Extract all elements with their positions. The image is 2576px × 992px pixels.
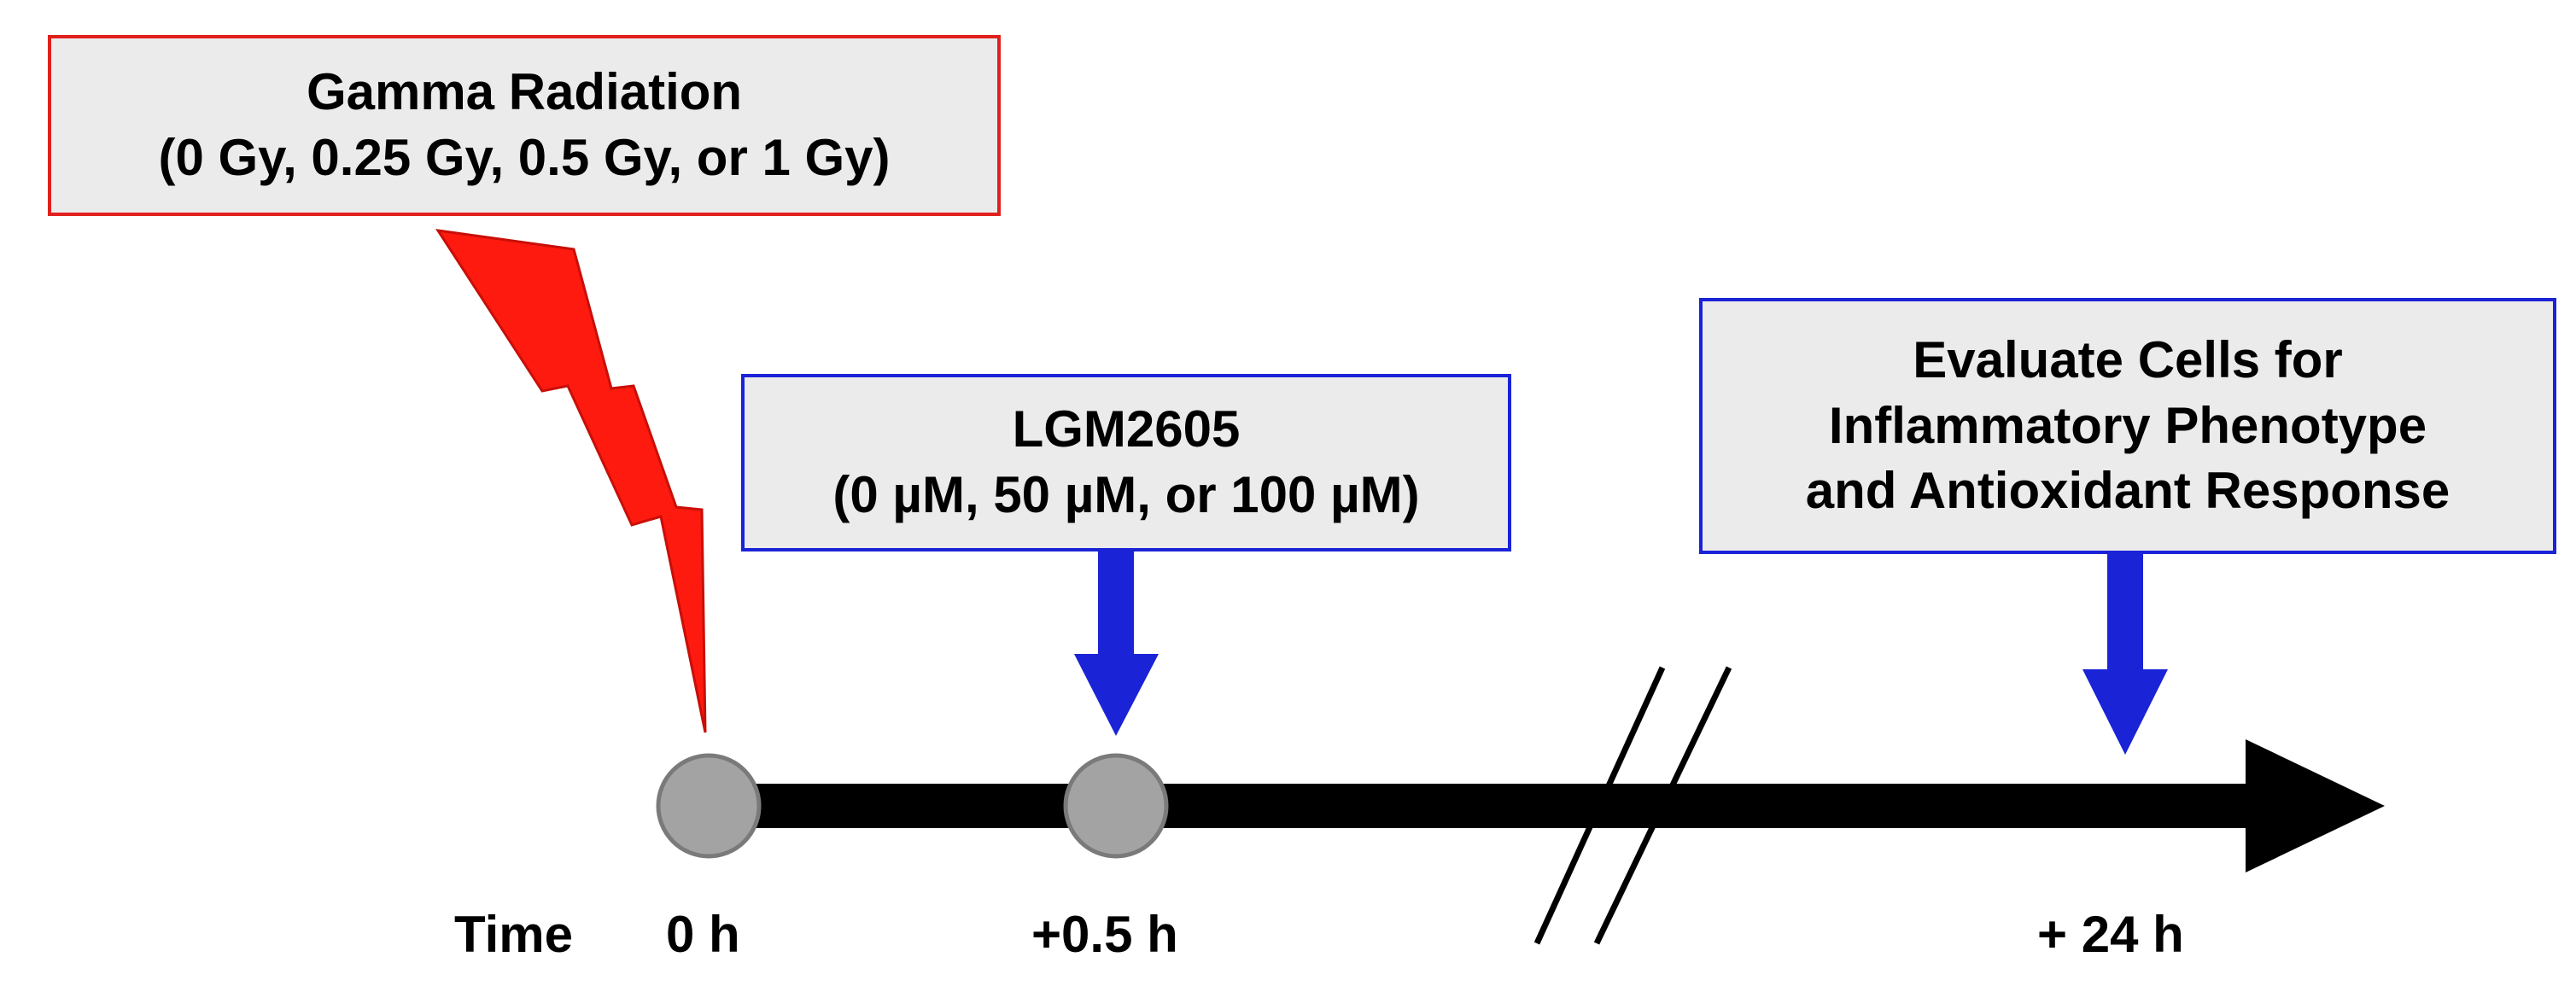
evaluation-line-2: Inflammatory Phenotype: [1828, 396, 2427, 454]
tick-label-0-5h: +0.5 h: [1031, 906, 1178, 963]
tick-label-0h: 0 h: [666, 906, 740, 963]
axis-break-slash-2: [1593, 666, 1732, 945]
evaluation-box: Evaluate Cells for Inflammatory Phenotyp…: [1699, 298, 2556, 554]
tick-label-24h: + 24 h: [2037, 906, 2184, 963]
time-axis-label: Time: [454, 906, 573, 963]
gamma-radiation-doses: (0 Gy, 0.25 Gy, 0.5 Gy, or 1 Gy): [158, 129, 891, 186]
evaluation-line-3: and Antioxidant Response: [1805, 462, 2450, 520]
gamma-radiation-title: Gamma Radiation: [306, 63, 743, 121]
lgm2605-treatment-box: LGM2605 (0 µM, 50 µM, or 100 µM): [741, 374, 1511, 551]
lightning-bolt-icon: [435, 229, 707, 733]
timepoint-0-5h-marker: [1063, 753, 1169, 859]
timeline-bar: [709, 784, 2271, 828]
lgm2605-arrow-icon: [1074, 551, 1159, 736]
timepoint-0h-marker: [656, 753, 762, 859]
gamma-radiation-box: Gamma Radiation (0 Gy, 0.25 Gy, 0.5 Gy, …: [48, 35, 1001, 216]
evaluation-arrow-icon: [2082, 554, 2168, 755]
timeline-arrowhead-icon: [2246, 739, 2385, 872]
axis-break-slash-1: [1533, 666, 1666, 945]
lgm2605-title: LGM2605: [1012, 400, 1241, 458]
lgm2605-doses: (0 µM, 50 µM, or 100 µM): [832, 466, 1420, 523]
evaluation-line-1: Evaluate Cells for: [1913, 330, 2343, 388]
